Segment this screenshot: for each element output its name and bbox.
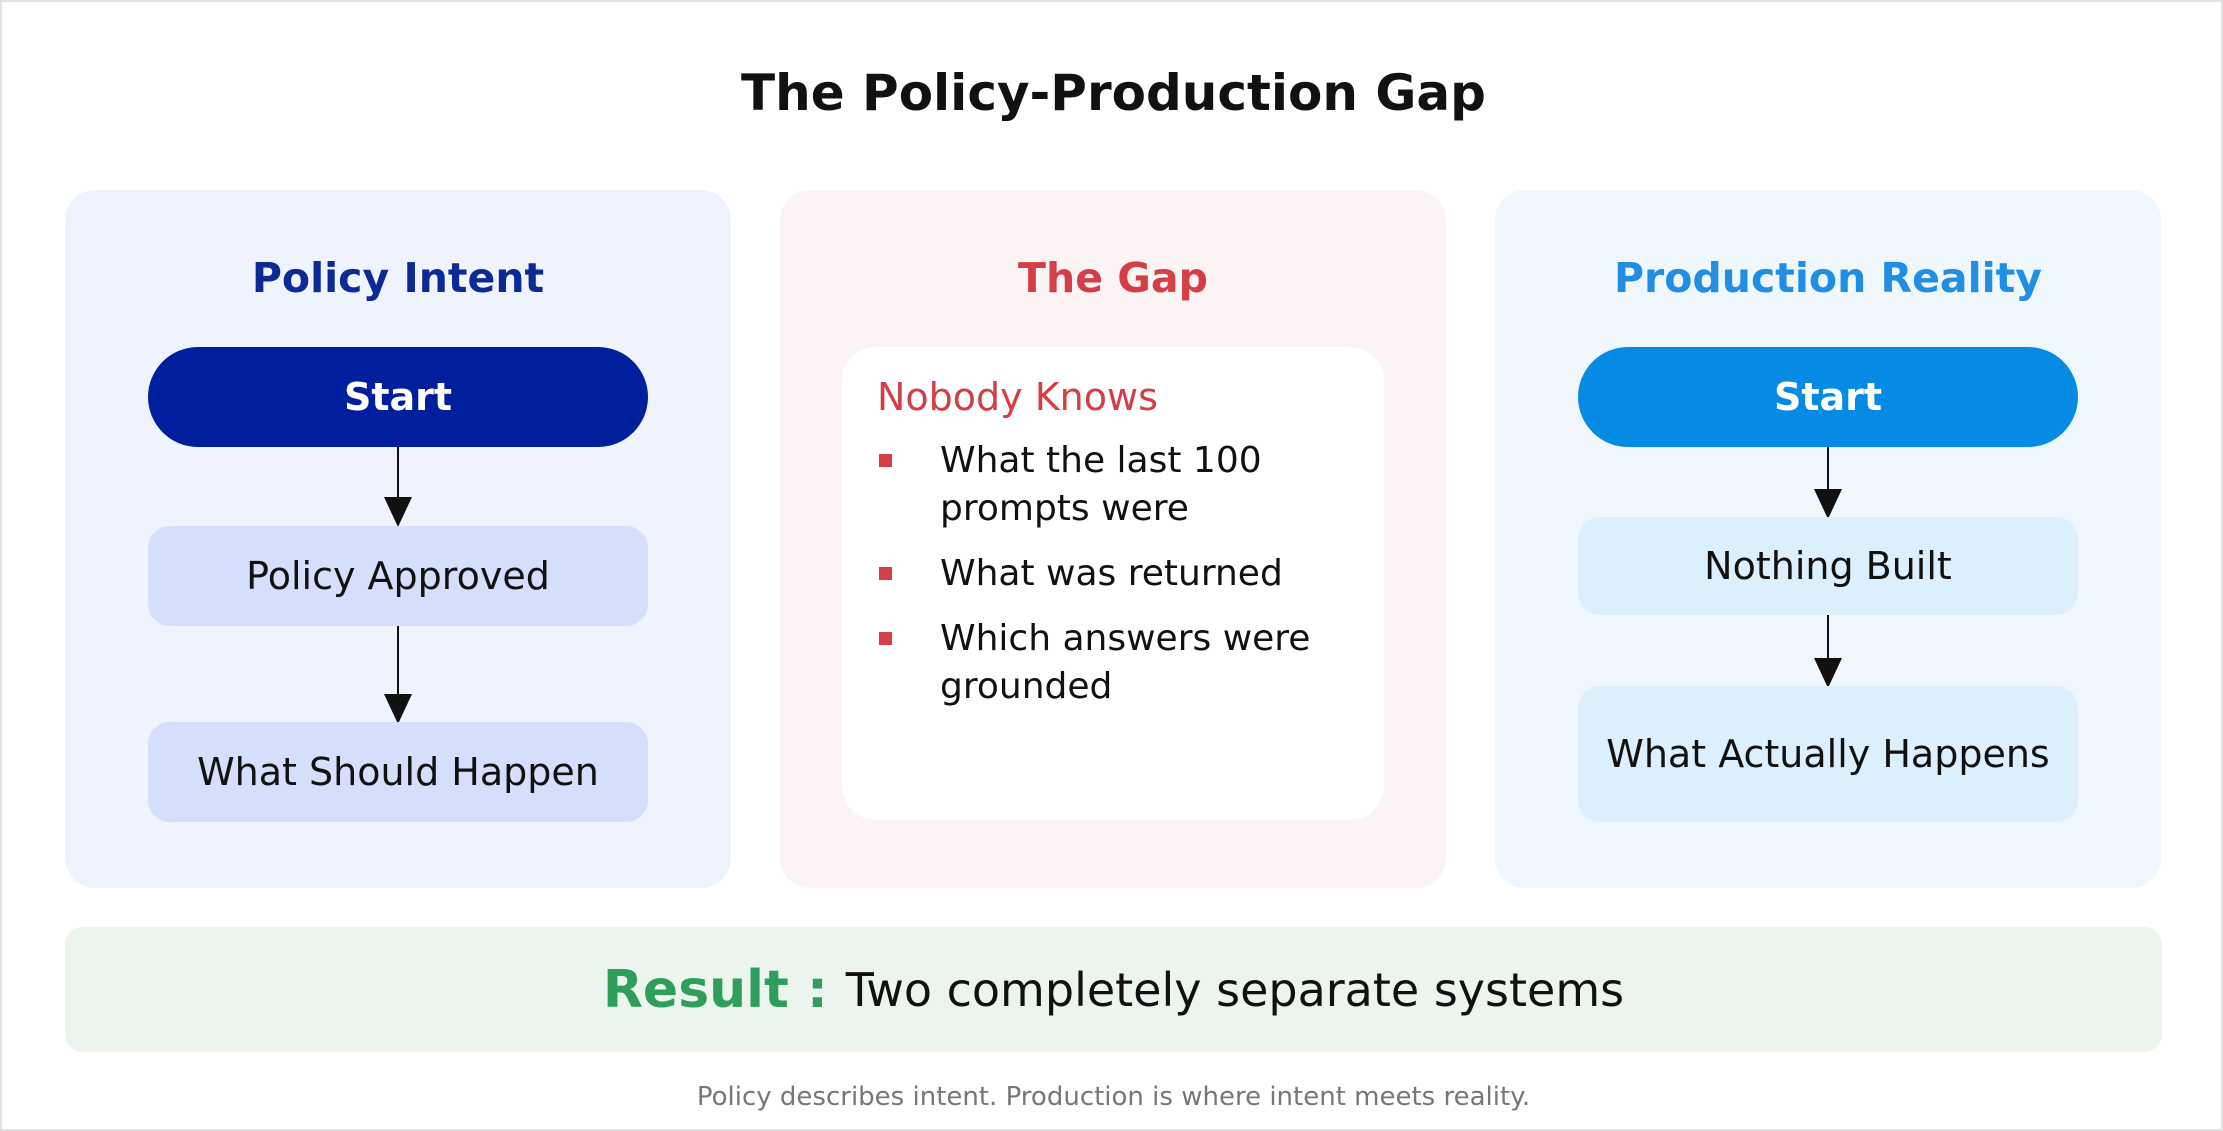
list-item-text: What the last 100 prompts were bbox=[940, 440, 1262, 529]
list-item-text: What was returned bbox=[940, 553, 1283, 594]
footnote: Policy describes intent. Production is w… bbox=[696, 1082, 1531, 1112]
production-start-node: Start bbox=[1578, 347, 2078, 447]
list-item-text: Which answers were grounded bbox=[940, 618, 1311, 707]
square-bullet-icon bbox=[879, 454, 892, 467]
gap-panel: The Gap Nobody Knows What the last 100 p… bbox=[780, 190, 1446, 888]
square-bullet-icon bbox=[879, 567, 892, 580]
production-reality-panel: Production Reality Start Nothing Built W… bbox=[1495, 190, 2161, 888]
production-arrow-2 bbox=[1814, 615, 1842, 688]
result-banner: Result : Two completely separate systems bbox=[65, 927, 2162, 1052]
policy-intent-panel: Policy Intent Start Policy Approved What… bbox=[65, 190, 731, 888]
production-arrow-1 bbox=[1814, 447, 1842, 519]
policy-arrow-1 bbox=[384, 447, 412, 527]
result-label: Result : bbox=[602, 959, 828, 1020]
what-should-happen-node: What Should Happen bbox=[148, 722, 648, 822]
result-text: Two completely separate systems bbox=[845, 962, 1625, 1017]
what-actually-happens-node: What Actually Happens bbox=[1578, 686, 2078, 822]
list-item: What the last 100 prompts were bbox=[877, 437, 1347, 533]
list-item: Which answers were grounded bbox=[877, 615, 1347, 711]
nobody-knows-title: Nobody Knows bbox=[877, 375, 1158, 419]
gap-title: The Gap bbox=[1018, 254, 1208, 302]
diagram-title: The Policy-Production Gap bbox=[741, 64, 1486, 122]
square-bullet-icon bbox=[879, 632, 892, 645]
list-item: What was returned bbox=[877, 550, 1347, 598]
nobody-knows-list: What the last 100 prompts were What was … bbox=[877, 437, 1347, 728]
production-reality-title: Production Reality bbox=[1613, 254, 2043, 302]
policy-arrow-2 bbox=[384, 626, 412, 724]
policy-intent-title: Policy Intent bbox=[251, 254, 545, 302]
policy-start-node: Start bbox=[148, 347, 648, 447]
nobody-knows-card: Nobody Knows What the last 100 prompts w… bbox=[842, 347, 1384, 820]
policy-approved-node: Policy Approved bbox=[148, 526, 648, 626]
nothing-built-node: Nothing Built bbox=[1578, 517, 2078, 615]
